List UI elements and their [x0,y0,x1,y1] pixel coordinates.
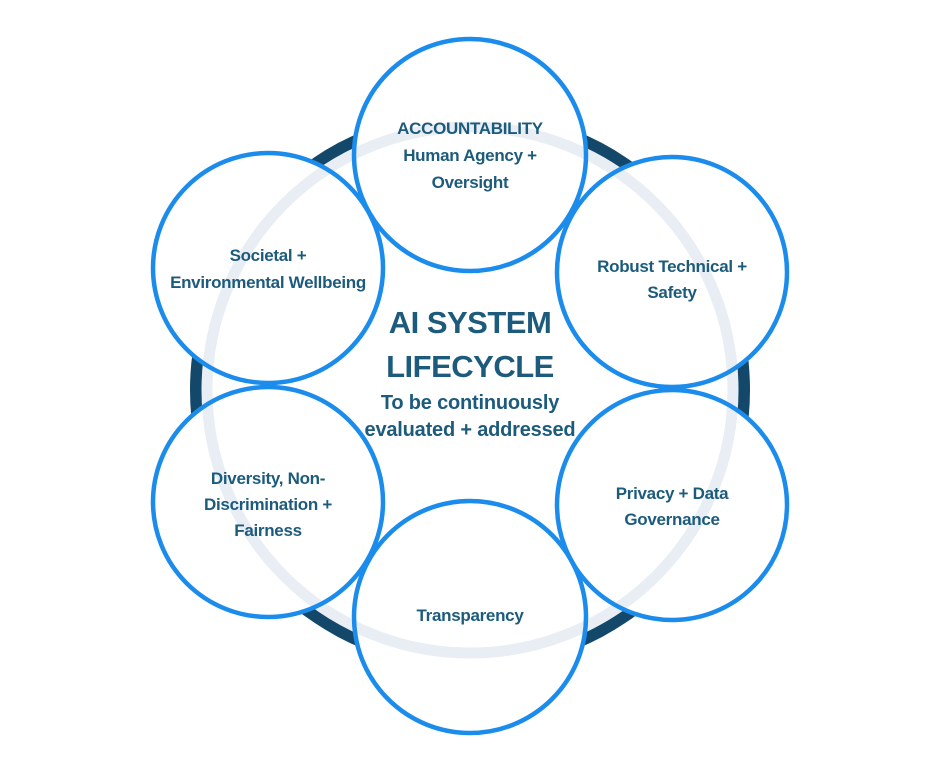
node-label-diversity-line3: Fairness [234,521,302,540]
node-label-diversity-line1: Diversity, Non- [211,469,325,488]
node-circle-border-robust-technical-safety [554,154,790,390]
node-label-accountability-line2: Human Agency + [403,146,537,165]
node-circle-fill-accountability [354,39,586,271]
node-label-societal-line1: Societal + [230,246,307,265]
node-label-accountability-line1: ACCOUNTABILITY [397,119,544,138]
accent-ring [201,121,739,659]
node-label-accountability-line3: Oversight [432,173,509,192]
node-circle-border-transparency [351,498,589,736]
node-label-privacy-line2: Governance [624,510,719,529]
node-label-privacy-line1: Privacy + Data [616,484,729,503]
node-circle-fill-transparency [354,501,586,733]
node-label-robust-technical-line1: Robust Technical + [597,257,747,276]
center-subtitle-line1: To be continuously [381,392,560,414]
center-title-line1: AI SYSTEM [389,305,552,340]
center-title-line2: LIFECYCLE [386,349,554,384]
node-circle-border-privacy-data-governance [554,387,790,623]
node-label-robust-technical-line2: Safety [647,283,697,302]
node-label-societal-line2: Environmental Wellbeing [170,273,366,292]
center-subtitle-line2: evaluated + addressed [365,419,576,441]
node-circle-border-diversity-fairness [150,384,386,620]
node-circle-border-societal-wellbeing [150,150,386,386]
node-label-diversity-line2: Discrimination + [204,495,332,514]
node-label-transparency-line1: Transparency [417,606,525,625]
node-circle-border-accountability [351,36,589,274]
